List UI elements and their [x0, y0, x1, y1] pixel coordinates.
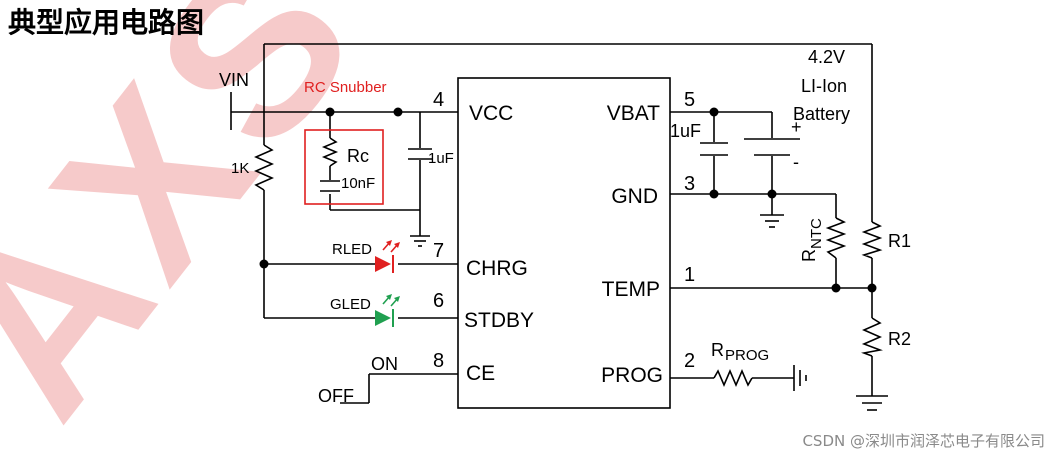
pin-name-stdby: STDBY	[464, 309, 534, 332]
vcc-capacitor: 1uF	[408, 148, 454, 167]
resistor-r1: R1	[861, 221, 911, 259]
vcc-capacitor-label: 1uF	[428, 150, 454, 167]
switch-off-label: OFF	[318, 386, 354, 406]
resistor-prog: R PROG	[711, 340, 769, 388]
rprog-label-sub: PROG	[725, 347, 769, 364]
r2-label: R2	[888, 329, 911, 349]
pin-number-ce: 8	[433, 350, 444, 372]
ce-switch: ON OFF	[318, 354, 418, 406]
junction-dots	[259, 107, 877, 293]
vbat-capacitor: 1uF	[670, 121, 728, 156]
pin-number-temp: 1	[684, 264, 695, 286]
pin-name-prog: PROG	[601, 364, 663, 387]
rntc-label-sub: NTC	[808, 218, 825, 249]
page-title: 典型应用电路图	[8, 6, 204, 39]
battery-plus-label: +	[791, 117, 802, 137]
resistor-1k: 1K	[231, 144, 274, 191]
r2-ground-icon	[856, 395, 888, 411]
battery: + -	[744, 117, 802, 172]
battery-voltage-label: 4.2V	[808, 47, 845, 67]
credit-text: CSDN @深圳市润泽芯电子有限公司	[802, 432, 1045, 450]
pin-number-stdby: 6	[433, 290, 444, 312]
pin-name-ce: CE	[466, 362, 495, 385]
battery-type-label: LI-Ion	[801, 76, 847, 96]
green-led: GLED	[330, 294, 400, 327]
battery-name-label: Battery	[793, 104, 850, 124]
vbat-capacitor-label: 1uF	[670, 121, 701, 141]
snubber-resistor-label: Rc	[347, 146, 369, 166]
switch-on-label: ON	[371, 354, 398, 374]
red-led: RLED	[332, 240, 400, 273]
pin-name-temp: TEMP	[602, 278, 660, 301]
green-led-label: GLED	[330, 296, 371, 313]
snubber-capacitor-label: 10nF	[341, 175, 375, 192]
pin-number-chrg: 7	[433, 240, 444, 262]
charger-ic-body	[457, 77, 671, 409]
red-led-label: RLED	[332, 241, 372, 258]
pin-name-chrg: CHRG	[466, 257, 528, 280]
vin-label: VIN	[219, 70, 249, 90]
snubber-capacitor: 10nF	[320, 175, 375, 192]
prog-ground-icon	[793, 365, 807, 391]
rc-snubber-box	[304, 129, 384, 205]
pin-name-gnd: GND	[611, 185, 658, 208]
pin-number-vcc: 4	[433, 89, 444, 111]
rc-snubber-label: RC Snubber	[304, 79, 387, 96]
wires	[230, 43, 873, 396]
resistor-1k-label: 1K	[231, 160, 249, 177]
snubber-resistor: Rc	[321, 137, 369, 167]
rntc-label-main: R	[799, 249, 819, 262]
pin-name-vbat: VBAT	[607, 102, 660, 125]
pin-number-gnd: 3	[684, 173, 695, 195]
pin-name-vcc: VCC	[469, 102, 513, 125]
battery-minus-label: -	[793, 152, 799, 172]
r1-label: R1	[888, 231, 911, 251]
vcc-cap-ground-icon	[410, 235, 430, 247]
rprog-label-main: R	[711, 340, 724, 360]
resistor-r2: R2	[861, 317, 911, 357]
pin-number-prog: 2	[684, 350, 695, 372]
pin-number-vbat: 5	[684, 89, 695, 111]
gnd-ground-icon	[760, 214, 784, 228]
resistor-ntc: R NTC	[799, 217, 847, 262]
